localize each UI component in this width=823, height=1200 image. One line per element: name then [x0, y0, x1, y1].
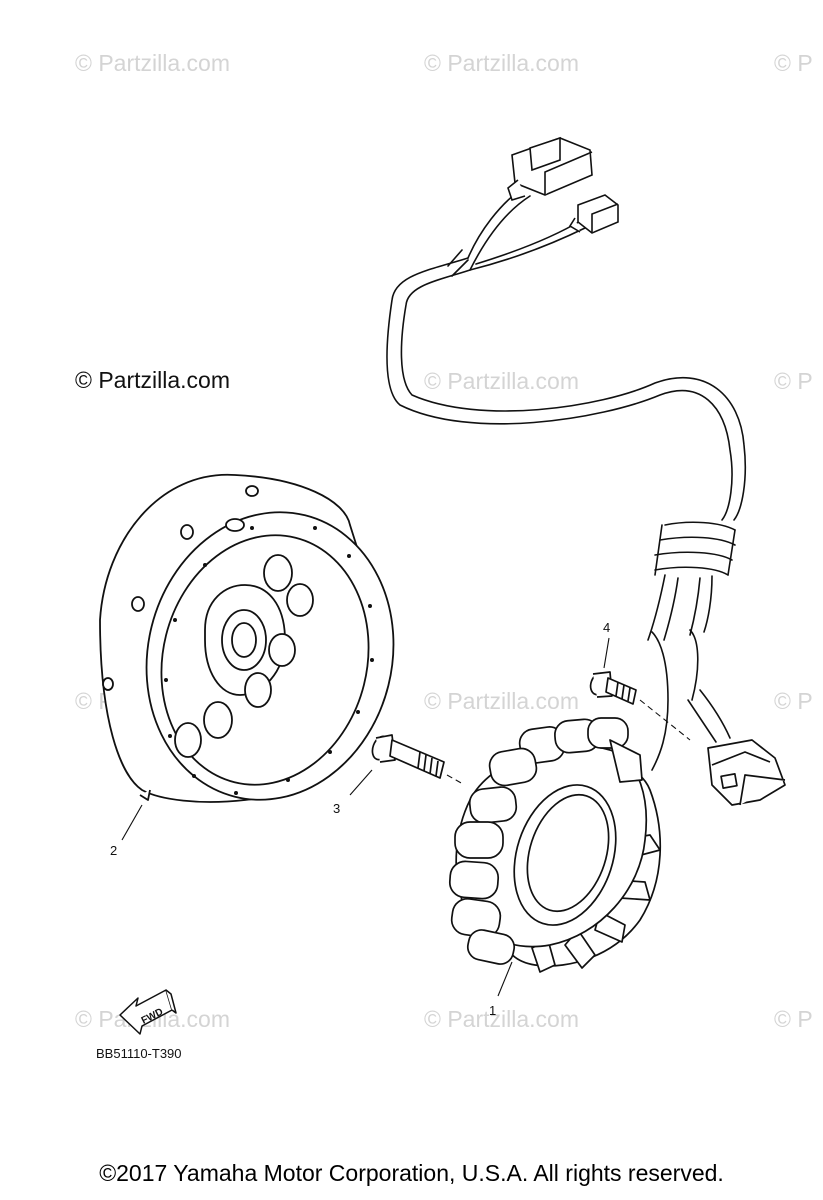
flywheel-rim-dots	[164, 526, 374, 795]
watermark-tile-partial: © P	[774, 688, 813, 714]
harness-connector-small	[568, 194, 619, 234]
pickup-sensor	[707, 739, 786, 806]
watermark-tile-partial: © P	[774, 368, 813, 394]
callout-part-1: 1	[489, 1003, 497, 1018]
leader-lines	[121, 637, 691, 997]
bolt-short	[589, 671, 637, 705]
watermark-tile: © Partzilla.com	[424, 1006, 579, 1032]
watermark-tile: © Partzilla.com	[75, 50, 230, 76]
watermark-tile: © Partzilla.com	[424, 688, 579, 714]
callout-part-4: 4	[603, 620, 611, 635]
wire-harness	[386, 189, 747, 771]
fwd-arrow-icon: FWD	[119, 989, 177, 1035]
bolt-long	[371, 734, 445, 779]
watermark-tile-partial: © P	[774, 1006, 813, 1032]
watermark-tile: © Partzilla.com	[424, 50, 579, 76]
stator-coil	[448, 717, 662, 973]
callout-part-3: 3	[333, 801, 341, 816]
diagram-code: BB51110-T390	[96, 1046, 182, 1061]
callout-part-2: 2	[110, 843, 118, 858]
watermark-main: © Partzilla.com	[75, 367, 230, 393]
watermark-tile-partial: © P	[774, 50, 813, 76]
flywheel-rotor	[99, 474, 395, 803]
copyright-notice: ©2017 Yamaha Motor Corporation, U.S.A. A…	[99, 1160, 724, 1186]
harness-connector-large	[507, 136, 593, 201]
watermark-tile: © Partzilla.com	[424, 368, 579, 394]
